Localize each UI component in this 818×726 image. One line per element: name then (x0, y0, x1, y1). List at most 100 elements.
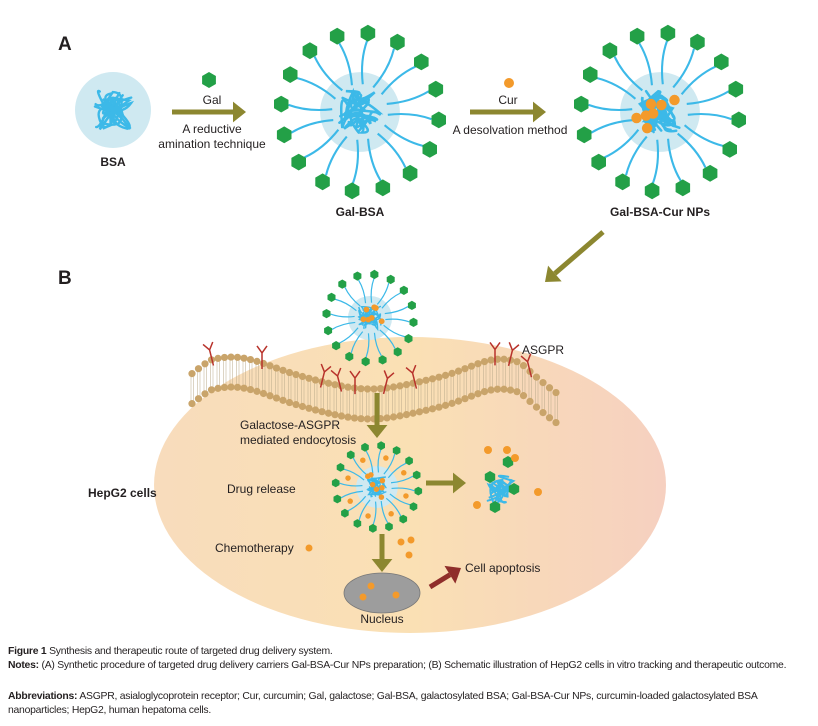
curcumin-dot (403, 493, 409, 499)
curcumin-dot (363, 306, 370, 313)
lipid-head (305, 374, 313, 382)
arrow-head (444, 565, 461, 584)
galactose-hexagon (576, 126, 592, 144)
lipid-head (480, 387, 489, 396)
galactose-hexagon (378, 355, 387, 365)
lipid-head (233, 383, 242, 391)
lipid-head (383, 414, 391, 422)
curcumin-dot (305, 544, 313, 552)
lipid-head (240, 384, 248, 392)
curcumin-dot (359, 593, 367, 601)
receptor-shape (319, 363, 332, 388)
galactose-hexagon (386, 274, 395, 285)
lipid-head (441, 401, 450, 409)
lipid-head (467, 362, 476, 370)
galactose-hexagon (675, 179, 691, 197)
protein-arm (387, 112, 432, 121)
figure-label: Figure 1 (8, 646, 47, 657)
lipid-head (415, 378, 424, 386)
lipid-head (545, 414, 554, 422)
galactose-hexagon (422, 141, 437, 158)
protein-arm (376, 282, 390, 305)
lipid-head (259, 359, 268, 368)
galactose-hexagon (489, 501, 501, 513)
lipid-head (428, 375, 437, 383)
gal-bsa-particle (274, 24, 446, 200)
lipid-head (539, 379, 547, 387)
lipid-head (519, 362, 528, 370)
lipid-head (454, 367, 463, 375)
galactose-hexagon (345, 351, 354, 362)
galactose-hexagon (324, 326, 333, 336)
galactose-hexagon (502, 456, 514, 468)
lipid-head (285, 368, 294, 377)
bsa-label: BSA (100, 155, 126, 169)
figure-notes: Notes: (A) Synthetic procedure of target… (8, 659, 813, 673)
endocytosis-line1: Galactose-ASGPR (240, 418, 340, 432)
lipid-head (363, 385, 372, 393)
lipid-head (389, 413, 398, 421)
lipid-head (513, 388, 521, 396)
panel-b-label: B (58, 268, 72, 289)
galactose-hexagon (346, 450, 355, 460)
galactose-hexagon (508, 483, 520, 495)
galactose-hexagon (714, 53, 729, 71)
protein-arm (603, 129, 640, 159)
lipid-head (370, 385, 378, 393)
galactose-hexagon (327, 292, 336, 302)
figure-abbreviations: Abbreviations: ASGPR, asialoglycoprotein… (8, 690, 813, 718)
lipid-head (324, 379, 333, 387)
galactose-hexagon (360, 24, 376, 42)
lipid-head (402, 381, 411, 389)
nucleus-label: Nucleus (360, 612, 403, 626)
lipid-head (220, 383, 229, 392)
galactose-hexagon (414, 53, 429, 71)
lipid-head (298, 402, 307, 411)
protein-arm (667, 138, 682, 182)
receptor-shape (256, 345, 268, 369)
protein-arm (596, 77, 637, 100)
curcumin-dot (534, 488, 542, 496)
notes-label: Notes: (8, 660, 39, 671)
galactose-hexagon (369, 523, 377, 533)
lipid-head (188, 400, 196, 408)
lipid-head (285, 398, 294, 407)
protein-arm (391, 487, 415, 492)
gal-bsa-label: Gal-BSA (336, 205, 385, 219)
receptor-shape (520, 353, 533, 378)
galactose-hexagon (583, 66, 598, 83)
protein-arm (358, 279, 367, 304)
endocytosis-line2: mediated endocytosis (240, 433, 356, 447)
arrow-head (233, 101, 246, 123)
lipid-head (480, 357, 489, 366)
arrow-head (453, 472, 466, 494)
galactose-hexagon (344, 182, 360, 200)
protein-arm (588, 103, 633, 112)
curcumin-dot (378, 318, 385, 325)
curcumin-dot (401, 470, 407, 476)
curcumin-dot (392, 591, 400, 599)
lipid-head (233, 353, 242, 361)
abbr-text: ASGPR, asialoglycoprotein receptor; Cur,… (8, 691, 757, 716)
galactose-hexagon (370, 269, 379, 280)
galactose-hexagon (361, 442, 369, 452)
lipid-head (259, 389, 268, 398)
galactose-hexagon (409, 317, 418, 327)
apoptosis-arrow (428, 565, 461, 590)
lipid-head (493, 385, 502, 393)
galactose-hexagon (412, 470, 421, 480)
drug-release-arrow (426, 472, 466, 494)
protein-arm (372, 48, 395, 89)
protein-arm (590, 119, 634, 134)
receptor-shape (405, 364, 418, 389)
lipid-head (227, 353, 235, 361)
galactose-hexagon (283, 66, 298, 83)
lipid-head (487, 386, 495, 394)
galactose-hexagon (336, 463, 345, 472)
asgpr-receptor (489, 341, 501, 366)
galactose-hexagon (274, 95, 289, 113)
protein-arm (303, 129, 340, 159)
lipid-head (435, 373, 443, 381)
curcumin-dot (504, 78, 514, 88)
curcumin-dot (641, 122, 653, 134)
